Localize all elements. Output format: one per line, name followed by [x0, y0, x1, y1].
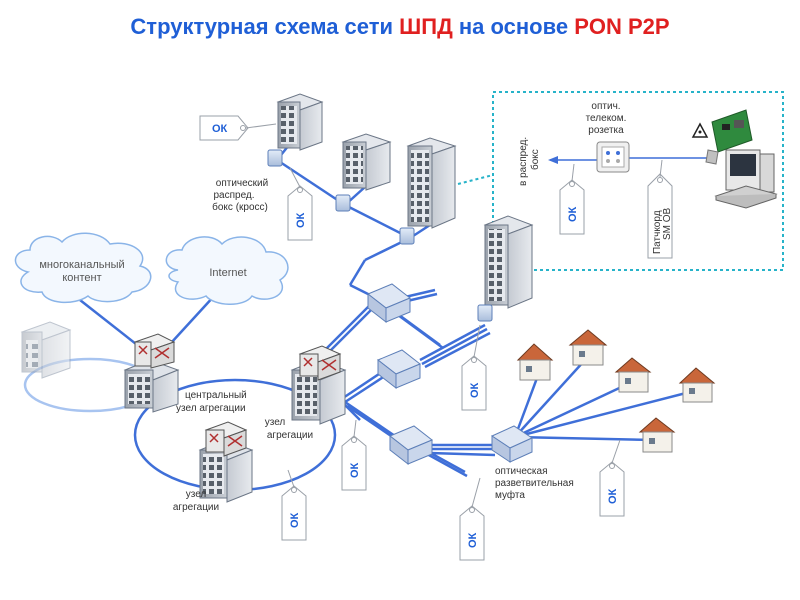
ok-tag-strings	[287, 163, 621, 513]
house-1	[516, 343, 554, 381]
to-box-line2: бокс	[529, 149, 541, 170]
patchcord-line1: Патчкорд	[652, 210, 663, 254]
ok-tag-horizontal-hole	[240, 125, 246, 131]
network-card-icon	[705, 109, 753, 165]
ok-tag-2: ОК	[469, 382, 481, 398]
cables	[79, 134, 710, 478]
node-lower-line1: узел	[186, 489, 207, 500]
title-part1: Структурная схема сети	[130, 14, 400, 39]
laser-warning-icon	[691, 122, 709, 138]
aggregation-node-lower	[198, 421, 254, 503]
splice-enclosure-3	[389, 425, 433, 466]
to-box-line1: в распред.	[518, 137, 529, 186]
patchcord-tag-hole	[657, 177, 663, 183]
house-3	[614, 357, 652, 393]
splitter-line2: разветвительная	[495, 478, 574, 489]
splitter-line3: муфта	[495, 489, 525, 501]
opt-box-line2: распред.	[213, 190, 254, 201]
opt-box-line1: оптический	[216, 178, 268, 189]
subscriber-detail-frame	[492, 91, 784, 271]
building-4	[483, 215, 534, 309]
node-right-line1: узел	[265, 417, 286, 428]
house-2	[568, 329, 608, 366]
callout-line-top	[457, 174, 494, 185]
ok-tags-vertical	[281, 179, 625, 561]
ok-tag-horizontal	[199, 115, 249, 141]
ok-tag-8: ОК	[212, 123, 228, 135]
splice-enclosure-1	[367, 283, 411, 324]
central-node-line1: центральный	[185, 390, 247, 401]
optical-splitter-enclosure	[490, 425, 534, 463]
building-1	[276, 93, 324, 151]
socket-line3: розетка	[588, 125, 624, 136]
house-5	[638, 417, 676, 453]
splitter-line1: оптическая	[495, 466, 548, 477]
central-node-line2: узел агрегации	[176, 403, 246, 414]
node-lower-line2: агрегации	[173, 502, 219, 513]
patchcord-line2: SM OB	[662, 207, 673, 240]
cloud-multichannel-line1: многоканальный	[39, 259, 124, 271]
cloud-multichannel-line2: контент	[62, 272, 101, 284]
title-part4: PON P2P	[574, 14, 670, 39]
building-left	[20, 321, 72, 379]
patchcord-tag	[647, 173, 673, 259]
ok-tag-horizontal-string	[245, 123, 277, 129]
aggregation-node-right	[290, 345, 347, 425]
title-part2: ШПД	[399, 14, 453, 39]
house-4	[678, 367, 716, 403]
ok-tag-4: ОК	[289, 512, 301, 528]
computer-icon	[714, 149, 778, 209]
patchcord-tag-string	[659, 159, 663, 178]
title-part3: на основе	[452, 14, 575, 39]
cloud-internet	[165, 236, 289, 305]
ok-tag-5: ОК	[467, 532, 479, 548]
node-right-line2: агрегации	[267, 430, 313, 441]
ok-tag-3: ОК	[349, 462, 361, 478]
central-aggregation-node	[123, 333, 180, 413]
arrow-to-box	[548, 156, 558, 164]
cloud-multichannel	[14, 232, 152, 304]
socket-line2: телеком.	[586, 113, 627, 124]
distribution-boxes	[267, 149, 493, 322]
page-title: Структурная схема сети ШПД на основе PON…	[0, 14, 800, 40]
optical-socket	[596, 141, 630, 173]
building-2	[341, 133, 392, 191]
ok-tag-7: ОК	[567, 206, 579, 222]
ok-tag-6: ОК	[607, 488, 619, 504]
cloud-internet-label: Internet	[209, 267, 246, 279]
socket-line1: оптич.	[591, 101, 620, 112]
ok-tag-1: ОК	[295, 212, 307, 228]
building-3	[406, 137, 457, 229]
splice-enclosure-2	[377, 349, 421, 390]
opt-box-line3: бокс (кросс)	[212, 201, 268, 213]
